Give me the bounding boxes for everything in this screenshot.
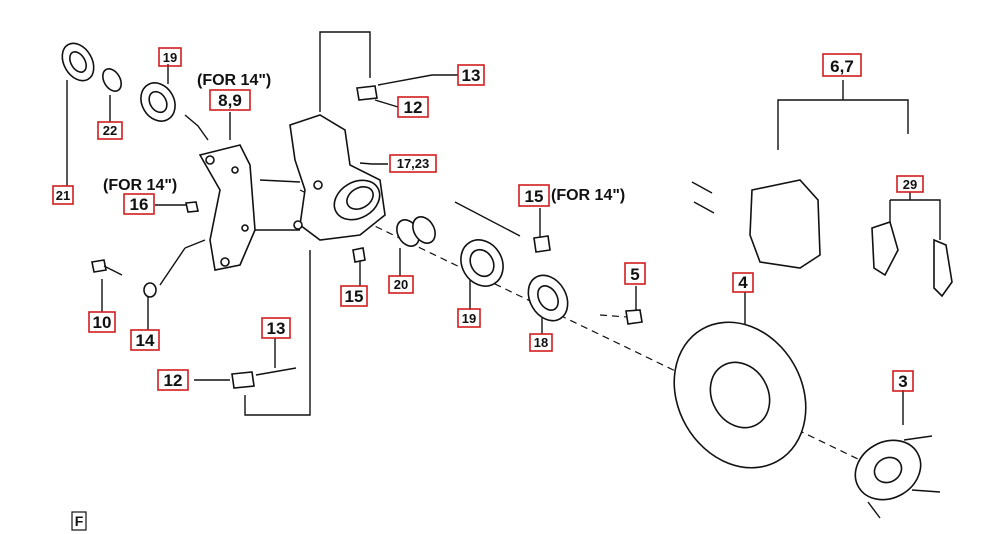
label-12-top: 12 <box>404 98 423 117</box>
label-3: 3 <box>898 372 907 391</box>
part-oil-seal-18 <box>527 274 569 322</box>
label-15-left: 15 <box>345 287 364 306</box>
label-5: 5 <box>630 265 639 284</box>
label-4: 4 <box>738 273 748 292</box>
part-bearing-19-top <box>140 82 176 122</box>
part-brake-disc-4 <box>673 321 807 469</box>
part-cotter-pin-13-top <box>377 74 433 86</box>
label-19-top: 19 <box>163 50 177 65</box>
label-15-right: 15 <box>525 187 544 206</box>
part-cotter-pin-13-bottom <box>255 367 297 376</box>
part-nut-16 <box>185 201 199 213</box>
label-14: 14 <box>136 331 155 350</box>
part-spacer-20 <box>396 216 436 247</box>
label-17-23: 17,23 <box>397 156 430 171</box>
label-29: 29 <box>903 177 917 192</box>
callout-labels: 21 22 19 (FOR 14") 8,9 13 12 17,23 6,7 2… <box>56 50 917 391</box>
part-castle-nut-12-bottom <box>231 371 255 389</box>
corner-mark-letter: F <box>75 513 84 529</box>
label-12-bottom: 12 <box>164 371 183 390</box>
part-bracket-8-9 <box>198 144 256 271</box>
part-hub-3 <box>854 435 941 519</box>
label-18: 18 <box>534 335 548 350</box>
label-for-14-right: (FOR 14") <box>551 187 625 204</box>
part-washer-14 <box>143 282 157 298</box>
part-bolt-10 <box>91 259 123 276</box>
corner-mark: F <box>71 511 87 531</box>
part-bolt-15-right <box>533 235 551 253</box>
part-caliper-6-7 <box>691 179 821 269</box>
part-bearing-19-bottom <box>460 239 504 287</box>
label-19-bottom: 19 <box>462 311 476 326</box>
part-castle-nut-12-top <box>356 85 378 101</box>
part-brake-pads-29 <box>871 220 953 298</box>
part-knuckle <box>289 114 386 241</box>
part-snap-ring-22 <box>102 68 122 92</box>
assembly-lines <box>66 31 941 461</box>
part-bolt-15-left <box>352 247 366 263</box>
label-for-14-top: (FOR 14") <box>197 72 271 89</box>
label-for-14-left: (FOR 14") <box>103 177 177 194</box>
label-6-7: 6,7 <box>830 57 854 76</box>
label-8-9: 8,9 <box>218 91 242 110</box>
part-oil-seal-21 <box>61 42 95 82</box>
label-21: 21 <box>56 188 70 203</box>
part-bolt-5 <box>625 309 643 325</box>
label-10: 10 <box>93 313 112 332</box>
label-13-top: 13 <box>462 66 481 85</box>
label-22: 22 <box>103 123 117 138</box>
label-13-bottom: 13 <box>267 319 286 338</box>
label-16: 16 <box>130 195 149 214</box>
callout-boxes <box>52 47 924 392</box>
label-20: 20 <box>394 277 408 292</box>
